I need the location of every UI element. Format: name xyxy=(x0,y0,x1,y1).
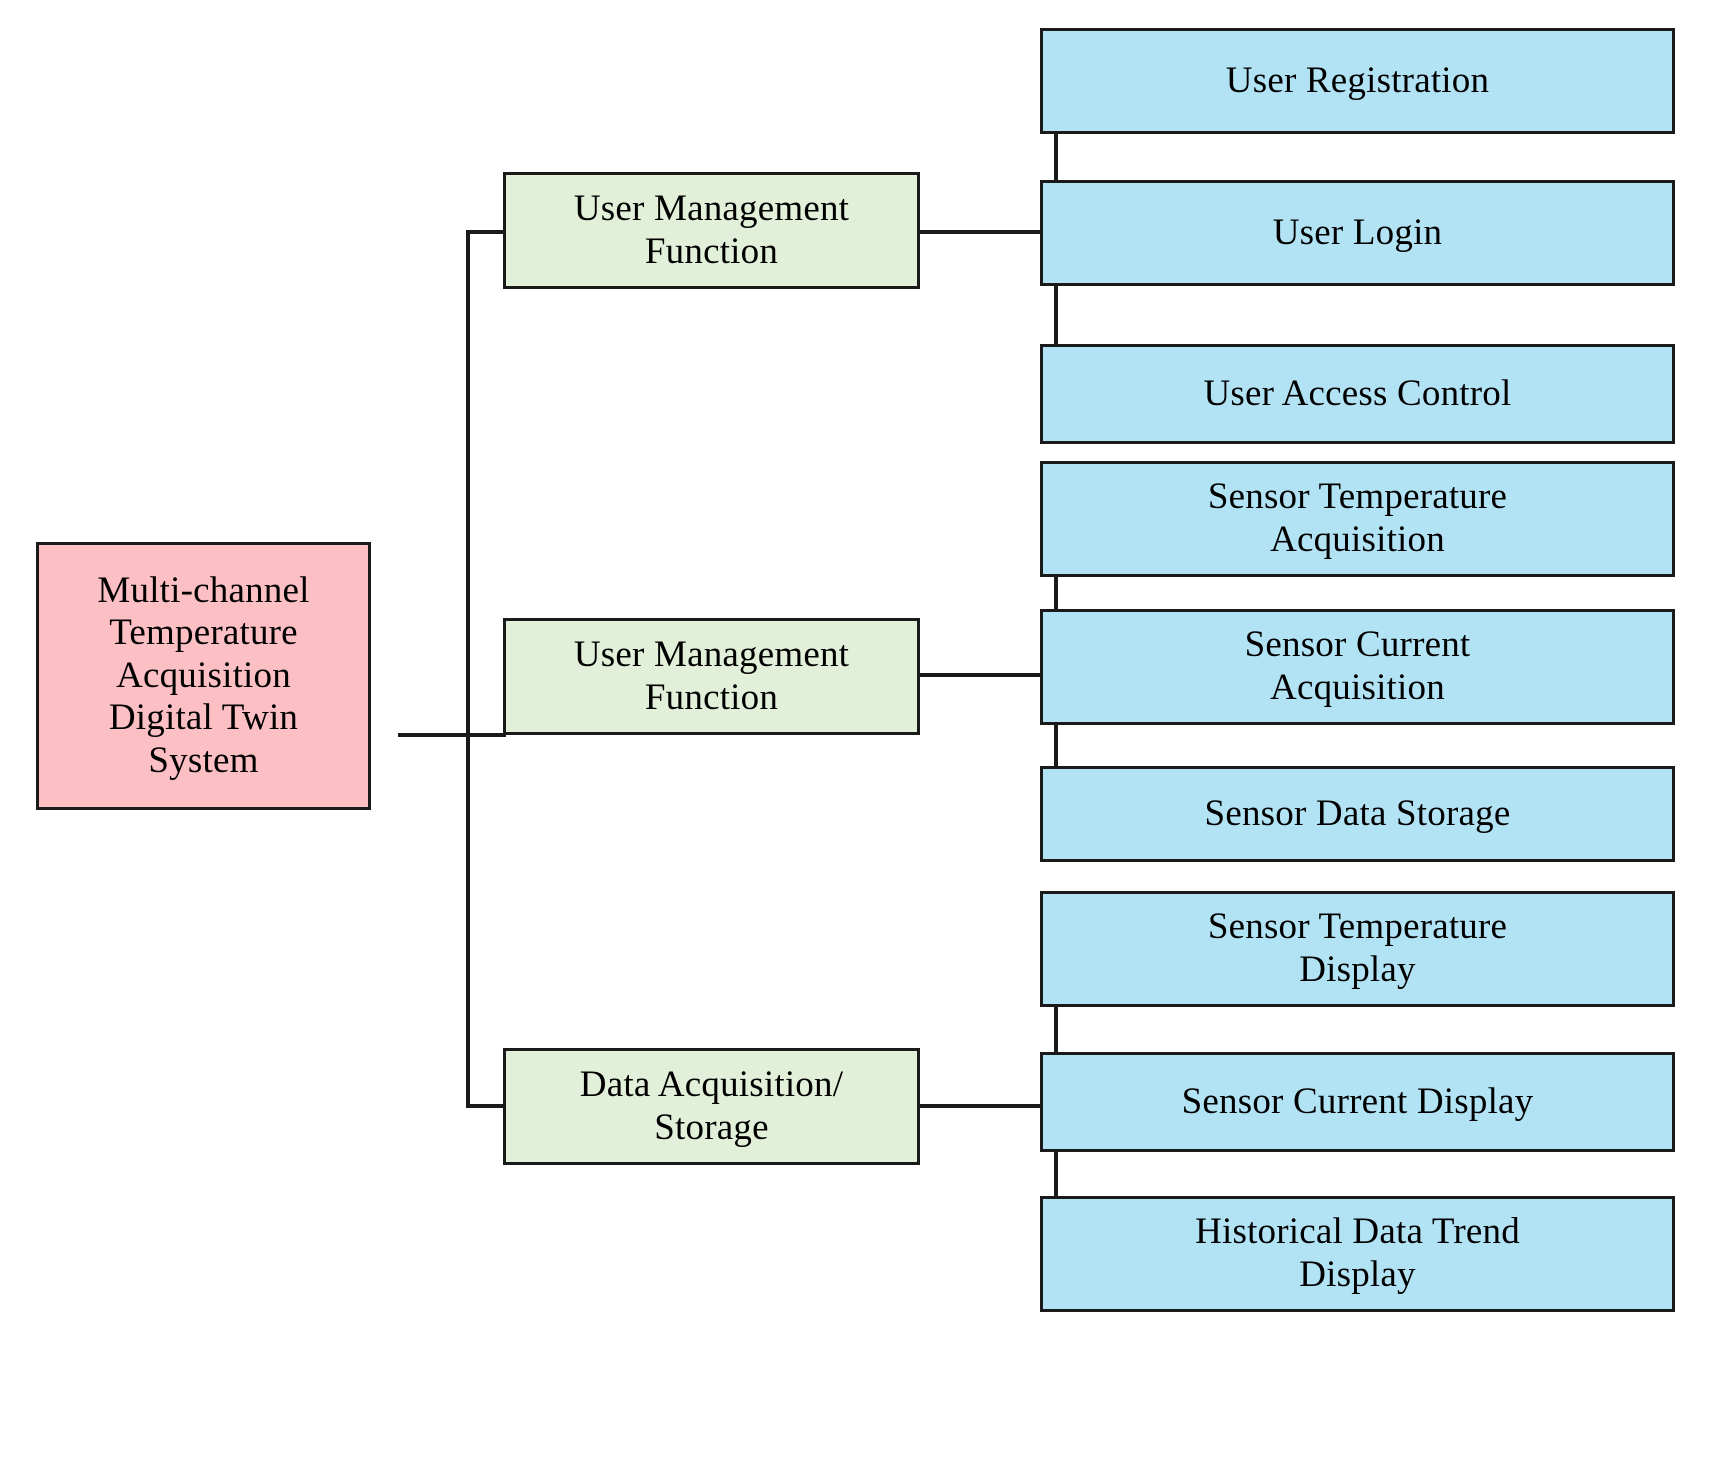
leaf-node-sensor-temperature-display[interactable]: Sensor Temperature Display xyxy=(1040,891,1675,1007)
leaf-node-sensor-temperature-acquisition[interactable]: Sensor Temperature Acquisition xyxy=(1040,461,1675,577)
edge-root-to-trunk xyxy=(398,733,470,737)
leaf-node-sensor-data-storage[interactable]: Sensor Data Storage xyxy=(1040,766,1675,862)
leaf-node-user-login[interactable]: User Login xyxy=(1040,180,1675,286)
edge-branch-2-stem xyxy=(918,673,1058,677)
edge-trunk-vertical xyxy=(466,230,470,1108)
edge-trunk-to-branch-3 xyxy=(466,1104,506,1108)
branch-node-user-management-function-2[interactable]: User Management Function xyxy=(503,618,920,735)
edge-branch-3-stem xyxy=(918,1104,1058,1108)
edge-branch-1-stem xyxy=(918,230,1058,234)
root-node-multi-channel-system[interactable]: Multi-channel Temperature Acquisition Di… xyxy=(36,542,371,810)
branch-node-data-acquisition-storage[interactable]: Data Acquisition/ Storage xyxy=(503,1048,920,1165)
branch-node-user-management-function-1[interactable]: User Management Function xyxy=(503,172,920,289)
edge-trunk-to-branch-1 xyxy=(466,230,506,234)
leaf-node-sensor-current-acquisition[interactable]: Sensor Current Acquisition xyxy=(1040,609,1675,725)
edge-trunk-to-branch-2 xyxy=(466,733,506,737)
leaf-node-historical-data-trend-display[interactable]: Historical Data Trend Display xyxy=(1040,1196,1675,1312)
leaf-node-sensor-current-display[interactable]: Sensor Current Display xyxy=(1040,1052,1675,1152)
leaf-node-user-registration[interactable]: User Registration xyxy=(1040,28,1675,134)
leaf-node-user-access-control[interactable]: User Access Control xyxy=(1040,344,1675,444)
